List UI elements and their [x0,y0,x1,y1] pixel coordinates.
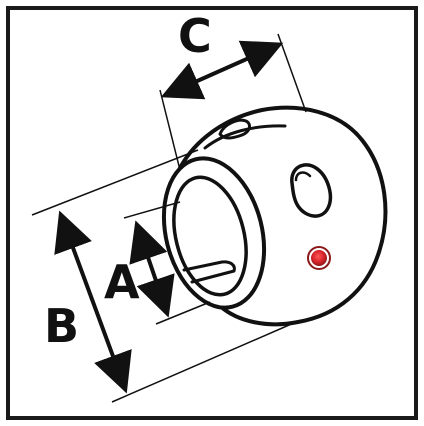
red-marker [307,246,331,270]
dim-b-extension-top [31,149,199,216]
label-b: B [44,299,79,353]
screw-hole [290,163,333,218]
anode-outline [178,105,388,327]
split-seam [182,260,236,284]
dim-a-arrow [129,220,175,318]
dimension-a [123,201,211,325]
dim-a-extension-top [123,201,181,219]
dim-b-extension-bottom [111,321,297,403]
dimension-c [159,33,307,171]
screw-hole-inner [294,171,312,182]
label-c: C [178,9,212,63]
dim-c-extension-left [159,89,181,171]
label-a: A [104,255,140,309]
anode-body [161,105,388,327]
dim-b-arrow [54,210,132,394]
anode-top-seam [203,124,287,150]
bore-inner-ring [172,175,248,297]
dim-a-extension-bottom [155,301,211,325]
dim-c-arrow [160,40,284,100]
top-slot [218,118,251,140]
dimension-b [31,149,297,403]
